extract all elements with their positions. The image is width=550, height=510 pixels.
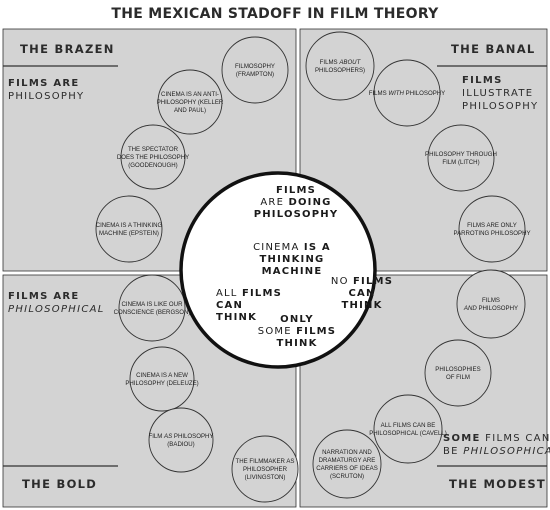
circle-shape <box>157 69 223 135</box>
theory-circle-bold-3: FILM AS PHILOSOPHY(BADIOU) <box>148 407 214 473</box>
circle-shape <box>118 274 186 342</box>
quadrant-name-banal: THE BANAL <box>451 42 536 56</box>
circle-label: FILM AS PHILOSOPHY(BADIOU) <box>148 433 213 448</box>
circle-shape <box>373 394 443 464</box>
theory-circle-banal-2: FILMS WITH PHILOSOPHY <box>369 59 446 127</box>
quadrant-name-modest: THE MODEST <box>449 477 546 491</box>
circle-shape <box>231 435 299 503</box>
circle-label: FILMS WITH PHILOSOPHY <box>369 90 446 97</box>
circle-shape <box>373 59 441 127</box>
circle-shape <box>221 36 289 104</box>
circle-shape <box>120 124 186 190</box>
circle-shape <box>148 407 214 473</box>
circle-shape <box>424 339 492 407</box>
circle-shape <box>129 346 195 412</box>
circle-shape <box>305 31 375 101</box>
diagram-title: THE MEXICAN STADOFF IN FILM THEORY <box>111 6 439 22</box>
circle-shape <box>427 124 495 192</box>
theory-circles: FILMOSOPHY(FRAMPTON) CINEMA IS AN ANTI-PH… <box>95 31 531 503</box>
center-circle <box>179 171 377 369</box>
quadrant-name-bold: THE BOLD <box>22 477 97 491</box>
circle-shape <box>312 429 382 499</box>
circle-shape <box>458 195 526 263</box>
circle-shape <box>456 269 526 339</box>
circle-label: FILMOSOPHY(FRAMPTON) <box>235 63 275 78</box>
quadrant-name-brazen: THE BRAZEN <box>20 42 115 56</box>
circle-shape <box>95 195 163 263</box>
theory-circle-brazen-1: FILMOSOPHY(FRAMPTON) <box>221 36 289 104</box>
